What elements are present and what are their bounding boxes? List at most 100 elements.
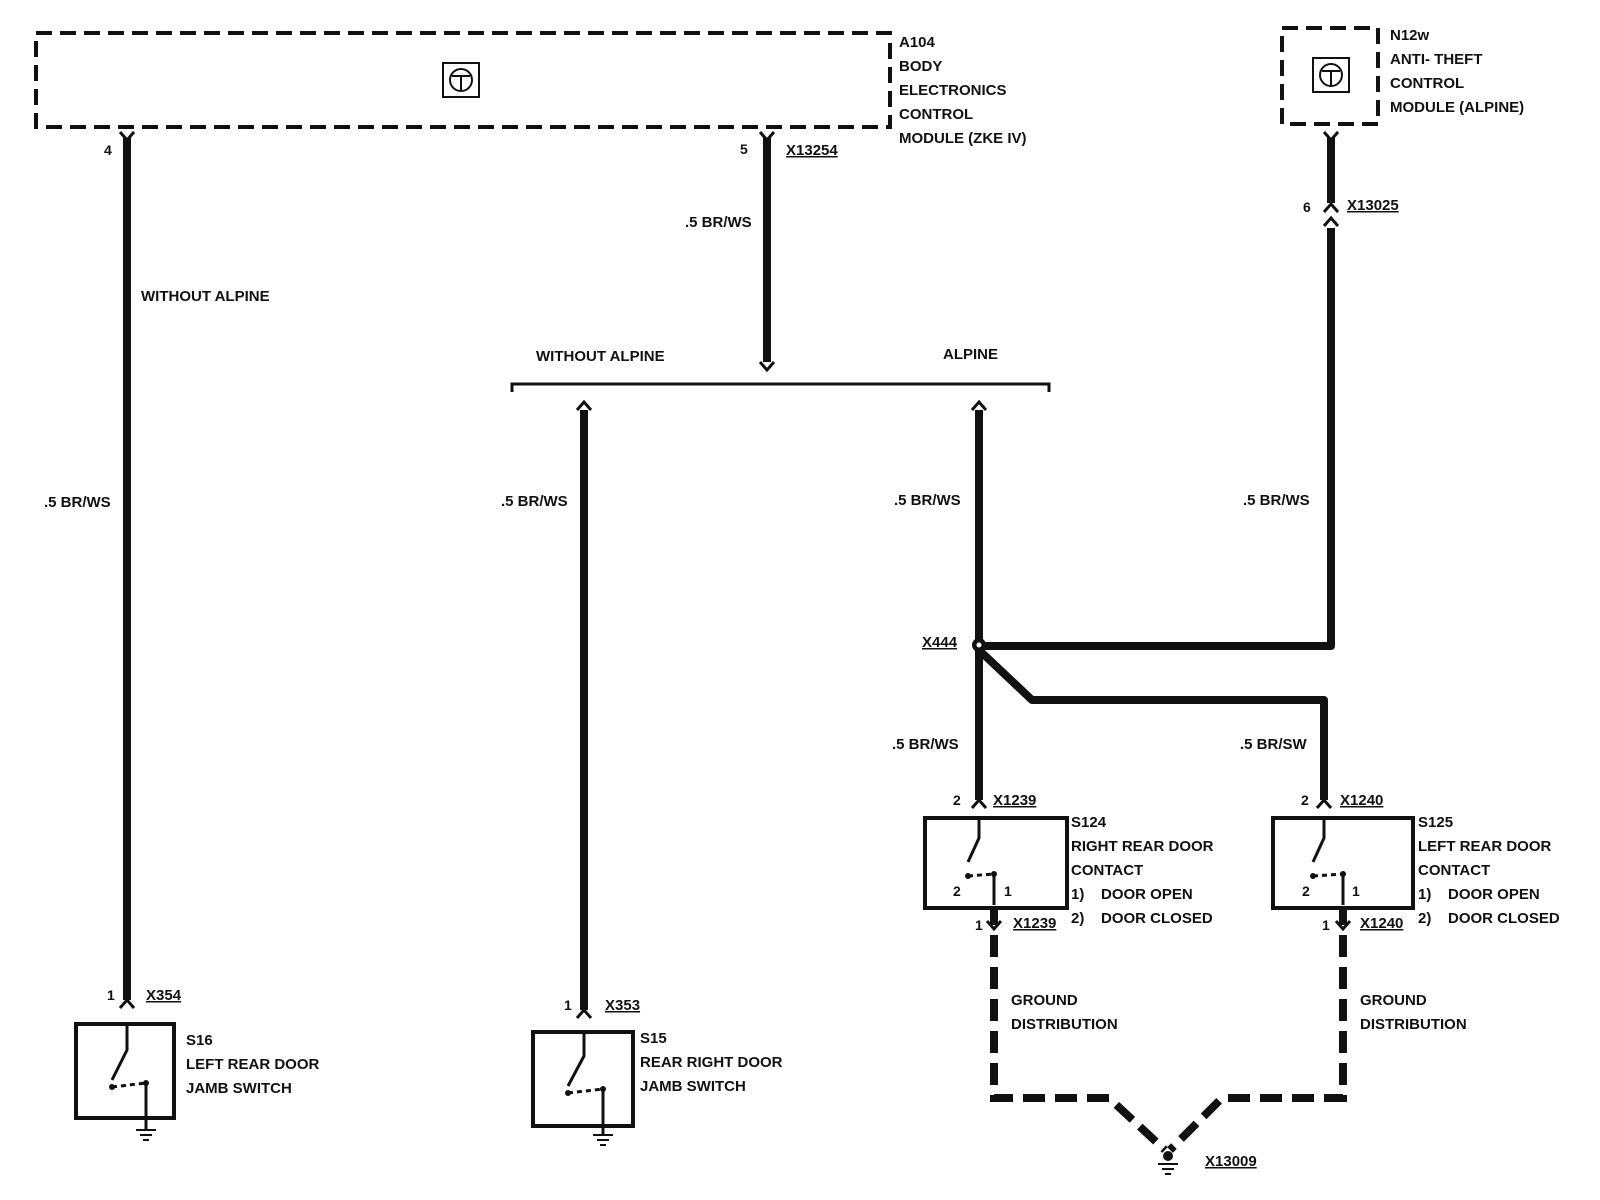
ground-distribution-left-line-1: GROUND	[1011, 992, 1078, 1009]
s124-label-line-2: RIGHT REAR DOOR	[1071, 838, 1214, 855]
connector-x1239-top: X1239	[993, 792, 1036, 809]
connector-x13009: X13009	[1205, 1153, 1257, 1170]
switch-icon	[965, 818, 997, 905]
a104-label-line-4: CONTROL	[899, 106, 973, 123]
pin-s125-1: 1	[1322, 917, 1330, 933]
switch-icon	[565, 1032, 606, 1135]
switch-icon	[109, 1024, 149, 1130]
s125-contact-pin-2: 2	[1302, 883, 1310, 899]
module-chip-icon	[1312, 57, 1350, 93]
s125-label-line-4: 1) DOOR OPEN	[1418, 886, 1540, 903]
connector-labels: X13254 X13025 X444 X1239 X1239 X1240 X12…	[146, 142, 1403, 1170]
connector-fork-mark	[575, 399, 593, 411]
connector-fork-mark	[758, 361, 776, 373]
connector-fork-mark	[758, 131, 776, 143]
connector-fork-mark	[1322, 201, 1340, 213]
connector-fork-mark	[970, 399, 988, 411]
s124-label-line-4: 1) DOOR OPEN	[1071, 886, 1193, 903]
ground-distribution-right-line-1: GROUND	[1360, 992, 1427, 1009]
s124-contact: 2 1 S124 RIGHT REAR DOOR CONTACT 1) DOOR…	[923, 814, 1214, 927]
s16-label-line-2: LEFT REAR DOOR	[186, 1056, 319, 1073]
a104-label-line-2: BODY	[899, 58, 942, 75]
connector-x353: X353	[605, 997, 640, 1014]
connector-fork-mark	[970, 797, 988, 809]
n12w-label-line-2: ANTI- THEFT	[1390, 51, 1482, 68]
ground-distribution: GROUND DISTRIBUTION GROUND DISTRIBUTION	[990, 935, 1467, 1175]
connector-fork-mark	[985, 920, 1003, 932]
variant-label-left-without-alpine: WITHOUT ALPINE	[141, 288, 270, 305]
a104-dashed-housing	[34, 31, 892, 129]
wire-label-s125: .5 BR/SW	[1240, 736, 1308, 753]
s16-switch: S16 LEFT REAR DOOR JAMB SWITCH	[74, 1022, 319, 1141]
pin-s16-1: 1	[107, 987, 115, 1003]
n12w-label-line-1: N12w	[1390, 27, 1430, 44]
connector-marks	[118, 131, 1352, 1019]
n12w-module: N12w ANTI- THEFT CONTROL MODULE (ALPINE)	[1280, 26, 1524, 126]
wire-label-left-main: .5 BR/WS	[44, 494, 111, 511]
s124-contact-pin-1: 1	[1004, 883, 1012, 899]
ground-icon	[136, 1129, 156, 1141]
s125-label-line-1: S125	[1418, 814, 1453, 831]
ground-distribution-right-path	[1167, 935, 1347, 1153]
connector-x1240-bottom: X1240	[1360, 915, 1403, 932]
s125-contact: 2 1 S125 LEFT REAR DOOR CONTACT 1) DOOR …	[1271, 814, 1560, 927]
s16-label-line-1: S16	[186, 1032, 213, 1049]
s15-label-line-2: REAR RIGHT DOOR	[640, 1054, 783, 1071]
ground-icon	[1158, 1151, 1178, 1175]
pin-s124-2: 2	[953, 792, 961, 808]
s125-label-line-5: 2) DOOR CLOSED	[1418, 910, 1560, 927]
connector-fork-mark	[1322, 215, 1340, 227]
variant-label-branch-without-alpine: WITHOUT ALPINE	[536, 348, 665, 365]
connector-x13254: X13254	[786, 142, 838, 159]
wire-label-n12w: .5 BR/WS	[1243, 492, 1310, 509]
wire-label-a104-drop: .5 BR/WS	[685, 214, 752, 231]
connector-x444: X444	[922, 634, 958, 651]
wire-n12w	[979, 138, 1335, 650]
pin-s124-1: 1	[975, 917, 983, 933]
connector-fork-mark	[1334, 920, 1352, 932]
wire-label-s124: .5 BR/WS	[892, 736, 959, 753]
n12w-label-line-3: CONTROL	[1390, 75, 1464, 92]
connector-fork-mark	[575, 1007, 593, 1019]
connector-x13025: X13025	[1347, 197, 1399, 214]
variant-labels: WITHOUT ALPINE WITHOUT ALPINE ALPINE	[141, 288, 998, 365]
connector-x1239-bottom: X1239	[1013, 915, 1056, 932]
s124-contact-pin-2: 2	[953, 883, 961, 899]
ground-distribution-right-line-2: DISTRIBUTION	[1360, 1016, 1467, 1033]
s16-switch-box	[74, 1022, 176, 1120]
a104-module: A104 BODY ELECTRONICS CONTROL MODULE (ZK…	[34, 31, 1027, 147]
s16-label-line-3: JAMB SWITCH	[186, 1080, 292, 1097]
s124-label-line-5: 2) DOOR CLOSED	[1071, 910, 1213, 927]
s125-label-line-3: CONTACT	[1418, 862, 1490, 879]
s15-label-line-1: S15	[640, 1030, 667, 1047]
connector-x1240-top: X1240	[1340, 792, 1383, 809]
ground-distribution-left-path	[990, 935, 1168, 1153]
s124-switch-box	[923, 816, 1069, 910]
ground-distribution-left-line-2: DISTRIBUTION	[1011, 1016, 1118, 1033]
connector-fork-mark	[1322, 131, 1340, 143]
pin-s125-2: 2	[1301, 792, 1309, 808]
s124-label-line-1: S124	[1071, 814, 1107, 831]
pin-n12w-6: 6	[1303, 199, 1311, 215]
s124-label-line-3: CONTACT	[1071, 862, 1143, 879]
wire-label-alpine: .5 BR/WS	[894, 492, 961, 509]
connector-fork-mark	[118, 997, 136, 1009]
pin-a104-5: 5	[740, 141, 748, 157]
n12w-label-line-4: MODULE (ALPINE)	[1390, 99, 1524, 116]
connector-fork-mark	[1315, 797, 1333, 809]
switch-icon	[1310, 818, 1346, 905]
a104-label-line-5: MODULE (ZKE IV)	[899, 130, 1027, 147]
s15-label-line-3: JAMB SWITCH	[640, 1078, 746, 1095]
s15-switch: S15 REAR RIGHT DOOR JAMB SWITCH	[531, 1030, 783, 1146]
n12w-dashed-housing	[1280, 26, 1380, 126]
wires	[123, 138, 1347, 1010]
a104-label-line-1: A104	[899, 34, 936, 51]
pin-a104-4: 4	[104, 142, 112, 158]
wire-s125	[976, 647, 1328, 800]
variant-label-branch-alpine: ALPINE	[943, 346, 998, 363]
module-chip-icon	[442, 62, 480, 98]
wire-labels: .5 BR/WS .5 BR/WS .5 BR/WS .5 BR/WS .5 B…	[44, 214, 1310, 753]
pin-numbers: 4 5 6 2 1 2 1 1 1	[104, 141, 1330, 1013]
s125-contact-pin-1: 1	[1352, 883, 1360, 899]
